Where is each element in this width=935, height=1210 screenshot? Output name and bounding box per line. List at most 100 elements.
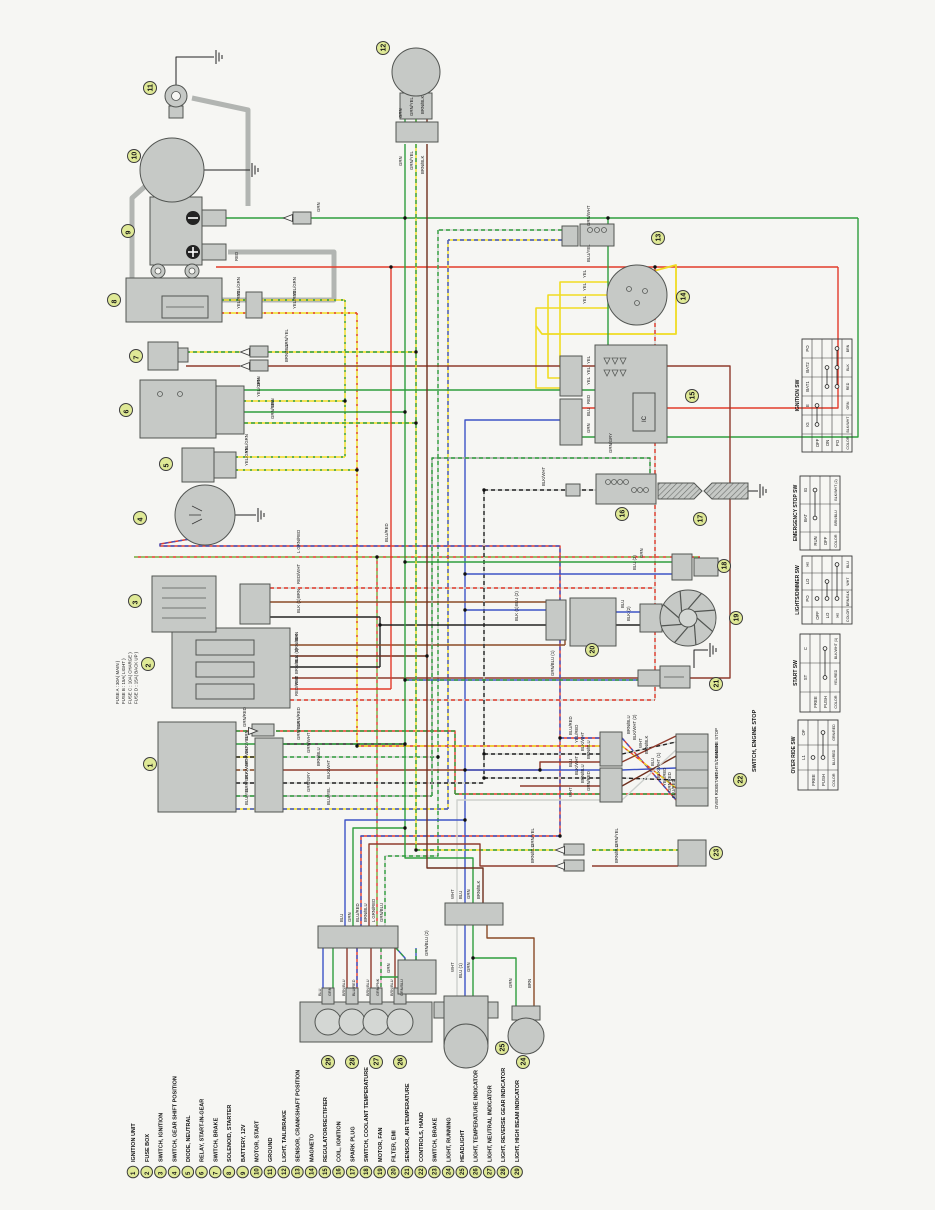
wire-label: YEL (582, 269, 587, 278)
component-box (292, 211, 312, 225)
contact-dot (834, 562, 840, 567)
legend-label: COIL, IGNITION (337, 1121, 343, 1162)
wire-label: L GRN/RED (296, 530, 301, 553)
component-badge-number: 13 (656, 234, 663, 242)
wire-label: YEL (582, 282, 587, 291)
connector-arrow-icon (239, 361, 250, 371)
component-badge (141, 657, 155, 671)
connector-arrow-icon (554, 845, 565, 855)
table-color-value: GRN/RED (832, 724, 836, 741)
legend-number: 16 (337, 1168, 343, 1175)
component-badge-number: 1 (148, 764, 155, 768)
component-box (195, 639, 255, 656)
wire-label: GRN/GRY (244, 772, 249, 792)
wire-label: GRN/BLU (2) (424, 930, 429, 956)
junction-dot (482, 752, 486, 756)
junction-dot (403, 678, 407, 682)
wire-label: WHT (450, 962, 455, 972)
component-badge-number: 24 (521, 1058, 528, 1066)
coil-detail (157, 391, 163, 397)
component-badge (709, 846, 723, 860)
component-box (671, 553, 693, 581)
connector-arrow-icon (282, 213, 293, 223)
component-detail (191, 518, 203, 525)
component-badge (709, 677, 723, 691)
component-box (195, 683, 255, 700)
legend-label: SWITCH, BRAKE (433, 1117, 439, 1162)
table-row-label: PO (835, 439, 840, 446)
wire-bbl (268, 365, 731, 679)
table-row-label: PUSH (823, 696, 828, 708)
legend-item (400, 1165, 414, 1179)
terminal-hole (188, 267, 196, 275)
legend-badge (469, 1165, 482, 1179)
switch-table-title: EMERGENCY STOP SW (793, 485, 799, 542)
coil-detail (623, 479, 629, 485)
table-color-value: BLK/WHT (846, 416, 850, 433)
legend-number: 23 (433, 1168, 439, 1175)
table-col-header: BAT2 (805, 362, 810, 373)
junction-dot (403, 560, 407, 564)
junction-dot (606, 216, 610, 220)
wire-label: GRN/YEL (284, 329, 289, 348)
wire-label: GRN/YEL (409, 97, 414, 116)
component-badge-number: 10 (132, 152, 139, 160)
wire-label: BLK (2) (626, 606, 631, 621)
component-box (559, 398, 583, 446)
wire-bbl (283, 761, 600, 771)
component-badge-number: 28 (350, 1058, 357, 1066)
wire-label: BRN/BLK (644, 735, 649, 754)
junction-dot (414, 350, 418, 354)
table-row-label: FREE (811, 774, 816, 786)
wire-label: RED (586, 395, 591, 404)
contact-dot (820, 755, 826, 760)
wire-label: BRN/WHT (244, 746, 249, 766)
component-box (579, 223, 615, 247)
legend-item (222, 1165, 236, 1179)
component-badge-number: 6 (124, 410, 131, 414)
fan-blade (679, 591, 683, 612)
wire-label: YEL/GRN (244, 434, 249, 453)
table-col-header: L1 (801, 755, 806, 760)
wire-label: BRN/BLU (530, 844, 535, 863)
junction-dot (375, 555, 379, 559)
component-badge-number: 29 (326, 1058, 333, 1066)
component-badge (495, 1041, 509, 1055)
wire-yel (535, 307, 609, 389)
coil-detail (611, 479, 617, 485)
legend-badge (208, 1165, 222, 1179)
legend-item (332, 1165, 345, 1179)
legend-label: SENSOR, AIR TEMPERATURE (405, 1083, 411, 1162)
component-box (201, 209, 227, 227)
junction-dot (403, 216, 407, 220)
wire-label: BRN/BLK (420, 95, 425, 114)
table-color-label: COLOR (834, 695, 838, 708)
legend-badge (140, 1165, 153, 1179)
wire-grn (473, 957, 517, 1010)
component-box (595, 473, 657, 505)
wire-label: GRN (270, 398, 275, 408)
junction-dot (355, 468, 359, 472)
junction-dot (538, 768, 542, 772)
wire-label: BRN (296, 589, 301, 598)
legend-item (469, 1165, 482, 1179)
fan-blade (687, 593, 702, 610)
wire-blk (621, 741, 677, 755)
component-badge (369, 1055, 383, 1069)
wire-label: GRN (244, 730, 249, 740)
component-box (569, 597, 617, 647)
indicator-bulb (314, 1008, 342, 1036)
component-box (563, 859, 585, 872)
contact-dot (814, 403, 820, 408)
coil-detail (643, 487, 649, 493)
legend-number: 26 (474, 1168, 480, 1175)
legend-label: CONTROLS, HAND (419, 1112, 425, 1162)
component-box (321, 987, 335, 1005)
legend-number: 6 (200, 1171, 206, 1175)
junction-dot (378, 623, 382, 627)
legend-badge (236, 1165, 249, 1179)
wire-label: GRN/YEL (409, 151, 414, 170)
wire-label: BLK/YEL (244, 735, 249, 753)
wire-bbk (621, 755, 677, 787)
